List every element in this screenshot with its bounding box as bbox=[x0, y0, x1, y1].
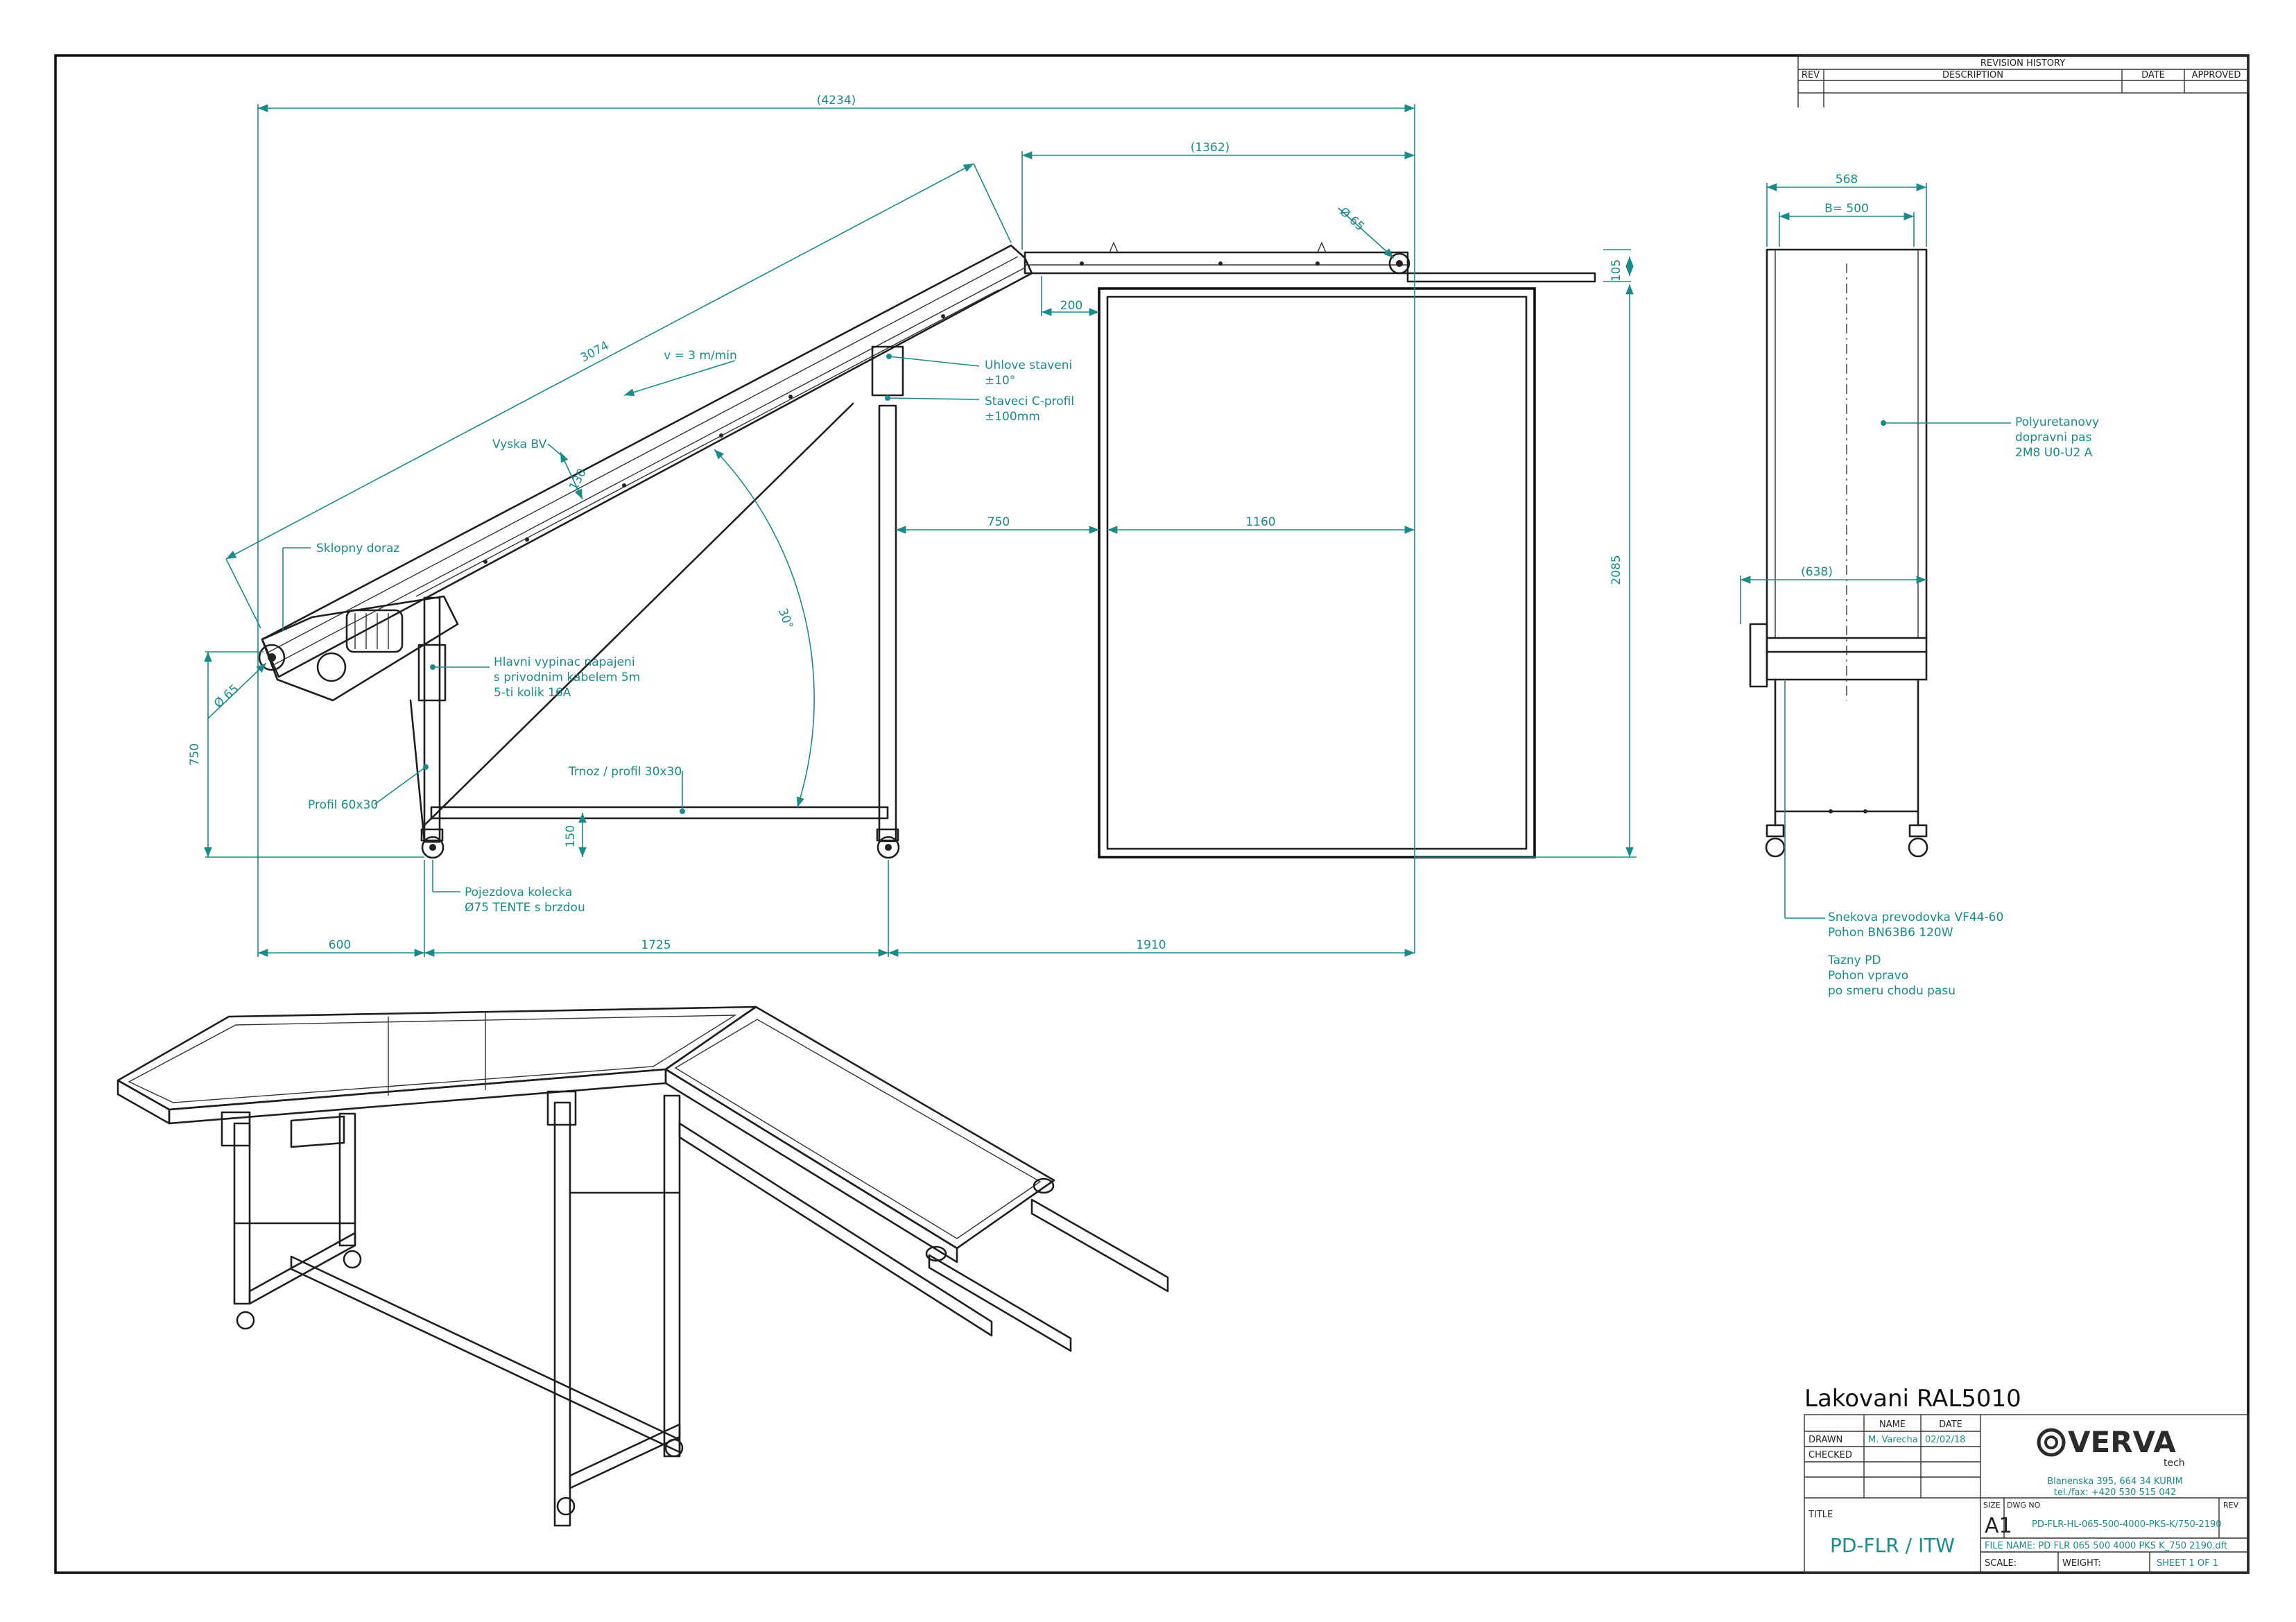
note-crossbar: Trnoz / profil 30x30 bbox=[568, 765, 682, 779]
dwg-value: PD-FLR-HL-065-500-4000-PKS-K/750-2190 bbox=[2032, 1519, 2222, 1530]
drawn-date: 02/02/18 bbox=[1925, 1435, 1965, 1445]
bottom-roller bbox=[258, 644, 286, 671]
end-view-drive bbox=[1749, 623, 1768, 688]
company-logo: VERVA tech bbox=[2037, 1425, 2185, 1469]
left-leg bbox=[423, 596, 441, 843]
left-wheel bbox=[421, 836, 444, 859]
side-view-dimensions: (4234) (1362) 3074 v = 3 m/min 200 105 2… bbox=[188, 94, 1637, 957]
dim-top-section: (1362) bbox=[1191, 141, 1230, 155]
drive-housing bbox=[261, 595, 459, 702]
size-label: SIZE bbox=[1983, 1501, 2001, 1510]
drawn-label: DRAWN bbox=[1809, 1435, 1842, 1445]
drawn-name: M. Varecha bbox=[1868, 1435, 1918, 1445]
description-column: DESCRIPTION bbox=[1942, 70, 2003, 80]
note-angle-adjust-1: Uhlove staveni bbox=[985, 359, 1072, 372]
note-c-profile-1: Staveci C-profil bbox=[985, 395, 1074, 408]
date-column: DATE bbox=[2141, 70, 2165, 80]
revision-history-title: REVISION HISTORY bbox=[1980, 58, 2065, 69]
title-label: TITLE bbox=[1808, 1510, 1833, 1520]
checked-label: CHECKED bbox=[1809, 1450, 1852, 1460]
dim-overall-length: (4234) bbox=[817, 94, 856, 107]
note-switch-1: Hlavni vypinac napajeni bbox=[494, 655, 635, 669]
end-view-wheel-right bbox=[1908, 837, 1928, 858]
note-wheels-1: Pojezdova kolecka bbox=[465, 886, 572, 899]
note-c-profile-2: ±100mm bbox=[985, 410, 1040, 424]
weight-label: WEIGHT: bbox=[2062, 1558, 2101, 1569]
company-logo-sub: tech bbox=[2164, 1458, 2185, 1469]
note-belt-type-2: dopravni pas bbox=[2015, 431, 2092, 445]
rev-column: REV bbox=[1802, 70, 1820, 80]
dim-belt-width: B= 500 bbox=[1824, 202, 1869, 216]
revision-history-table: REVISION HISTORY REV DESCRIPTION DATE AP… bbox=[1797, 55, 2249, 107]
conveyor-end-view: 568 B= 500 (638) Polyuretanovy dopravni … bbox=[1740, 173, 2099, 998]
address-1: Blanenska 395, 664 34 KURIM bbox=[2047, 1476, 2183, 1487]
note-switch-3: 5-ti kolik 16A bbox=[494, 686, 571, 700]
rev-label-tb: REV bbox=[2223, 1501, 2239, 1510]
name-column: NAME bbox=[1879, 1420, 1906, 1430]
dim-belt-height: 130 bbox=[567, 467, 589, 493]
date-column-tb: DATE bbox=[1939, 1420, 1962, 1430]
top-extension-rail bbox=[1406, 272, 1596, 283]
file-name: FILE NAME: PD FLR 065 500 4000 PKS K_750… bbox=[1985, 1541, 2227, 1551]
pallet-frame bbox=[1098, 287, 1536, 859]
note-angle-adjust-2: ±10° bbox=[985, 374, 1015, 388]
sheet-border bbox=[54, 54, 2250, 1574]
dim-side-width: 568 bbox=[1836, 173, 1858, 187]
motor-body bbox=[345, 609, 404, 653]
size-value: A1 bbox=[1985, 1514, 2012, 1538]
note-drive-1: Tazny PD bbox=[1827, 954, 1881, 967]
address-2: tel./fax: +420 530 515 042 bbox=[2054, 1487, 2177, 1498]
end-view-wheel-left bbox=[1765, 837, 1786, 858]
dim-750-horizontal: 750 bbox=[987, 515, 1010, 529]
dim-1160: 1160 bbox=[1245, 515, 1275, 529]
dim-750-height: 750 bbox=[188, 743, 202, 766]
note-wheels-2: Ø75 TENTE s brzdou bbox=[465, 901, 585, 915]
dim-incline-length: 3074 bbox=[578, 339, 612, 365]
side-view-notes: Uhlove staveni ±10° Staveci C-profil ±10… bbox=[282, 354, 1074, 915]
speed-label: v = 3 m/min bbox=[664, 349, 737, 363]
scale-label: SCALE: bbox=[1985, 1558, 2017, 1569]
finish-note: Lakovani RAL5010 bbox=[1804, 1385, 2021, 1413]
dwg-label: DWG NO bbox=[2007, 1501, 2041, 1510]
dim-side-638: (638) bbox=[1801, 565, 1833, 579]
company-logo-text: VERVA bbox=[2068, 1425, 2176, 1459]
note-belt-type-3: 2M8 U0-U2 A bbox=[2015, 446, 2093, 460]
dim-600: 600 bbox=[329, 938, 351, 952]
dim-150: 150 bbox=[564, 825, 578, 847]
note-stop: Sklopny doraz bbox=[316, 542, 399, 555]
conveyor-side-view bbox=[258, 241, 1596, 859]
dim-200: 200 bbox=[1060, 299, 1082, 313]
approved-column: APPROVED bbox=[2192, 70, 2241, 80]
note-belt-type-1: Polyuretanovy bbox=[2015, 415, 2099, 429]
left-leg-clamp bbox=[417, 644, 447, 702]
note-drive-2: Pohon vpravo bbox=[1828, 969, 1908, 983]
title-value: PD-FLR / ITW bbox=[1830, 1534, 1955, 1557]
note-gear-1: Snekova prevodovka VF44-60 bbox=[1828, 911, 2003, 924]
title-block: Lakovani RAL5010 NAME DATE DRAWN M. Vare… bbox=[1804, 1385, 2249, 1573]
sheet-label: SHEET 1 OF 1 bbox=[2157, 1558, 2218, 1569]
dim-total-height: 2085 bbox=[1609, 555, 1623, 585]
dim-angle: 30° bbox=[775, 607, 795, 631]
top-roller bbox=[1388, 252, 1410, 275]
right-wheel bbox=[877, 836, 900, 859]
conveyor-isometric-view bbox=[116, 1006, 1169, 1527]
note-profile-60: Profil 60x30 bbox=[308, 798, 378, 812]
gear-motor bbox=[316, 652, 347, 682]
note-belt-height: Vyska BV bbox=[492, 438, 547, 451]
note-switch-2: s privodnim kabelem 5m bbox=[494, 671, 640, 684]
dim-1725: 1725 bbox=[641, 938, 671, 952]
dim-1910: 1910 bbox=[1136, 938, 1166, 952]
dim-105: 105 bbox=[1609, 259, 1623, 282]
dim-roller-bottom: Ø 65 bbox=[212, 682, 241, 711]
crossbar bbox=[430, 806, 889, 820]
note-gear-2: Pohon BN63B6 120W bbox=[1828, 926, 1953, 940]
right-leg bbox=[878, 404, 897, 843]
top-horizontal-frame bbox=[1024, 251, 1409, 275]
note-drive-3: po smeru chodu pasu bbox=[1828, 984, 1956, 998]
